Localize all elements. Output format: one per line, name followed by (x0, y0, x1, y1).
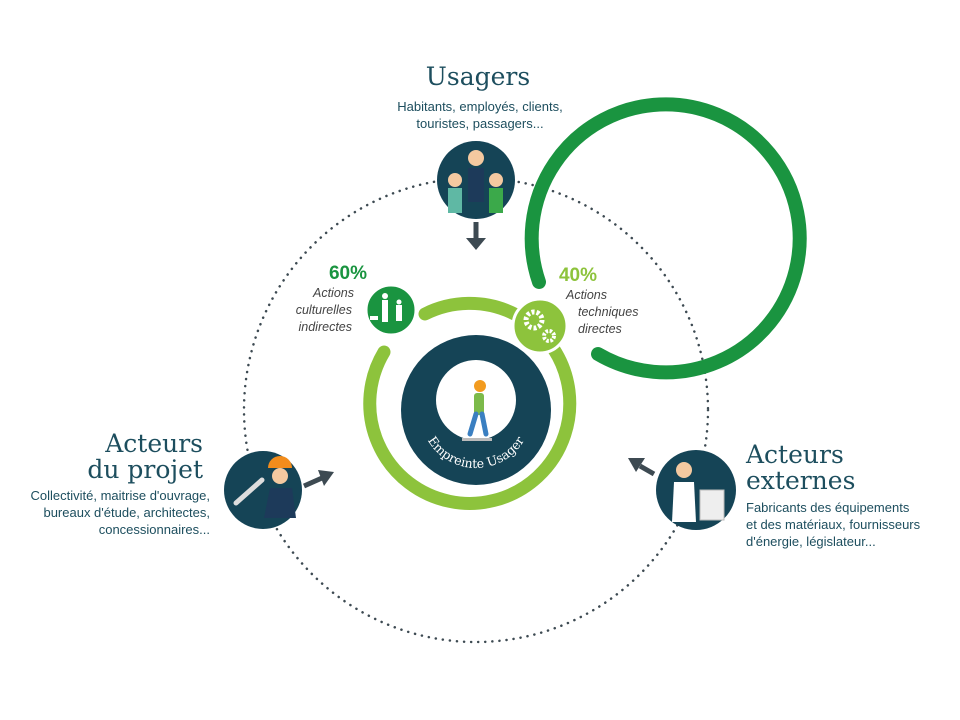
culturelles-label: Actions (312, 286, 354, 300)
techniques-ring (363, 296, 577, 510)
culturelles-percent: 60% (329, 263, 367, 284)
externes-desc: d'énergie, législateur... (746, 534, 876, 549)
arrow-left-icon (638, 463, 656, 477)
externes-desc: et des matériaux, fournisseurs (746, 517, 921, 532)
externes-title: Acteurs (745, 440, 844, 469)
techniques-label: techniques (578, 305, 638, 319)
techniques-label: Actions (565, 288, 607, 302)
techniques-percent: 40% (559, 265, 597, 286)
projet-desc: Collectivité, maitrise d'ouvrage, (31, 488, 211, 503)
projet-title: Acteurs (104, 429, 203, 458)
projet-desc: bureaux d'étude, architectes, (43, 505, 210, 520)
externes-title: externes (746, 466, 855, 495)
usagers-avatar (437, 141, 515, 219)
usagers-title: Usagers (426, 62, 530, 91)
walking-person-icon (462, 380, 492, 441)
culturelles-ring (524, 97, 807, 380)
culturelles-label: indirectes (299, 320, 353, 334)
arrow-right-icon (302, 475, 324, 489)
externes-avatar (656, 450, 736, 530)
projet-avatar (224, 451, 302, 529)
usagers-desc: touristes, passagers... (416, 116, 543, 131)
projet-title: du projet (87, 455, 203, 484)
usagers-desc: Habitants, employés, clients, (397, 99, 562, 114)
projet-desc: concessionnaires... (99, 522, 210, 537)
culturelles-label: culturelles (296, 303, 352, 317)
externes-desc: Fabricants des équipements (746, 500, 910, 515)
family-icon (364, 283, 418, 337)
techniques-label: directes (578, 322, 622, 336)
gears-icon (511, 297, 569, 355)
